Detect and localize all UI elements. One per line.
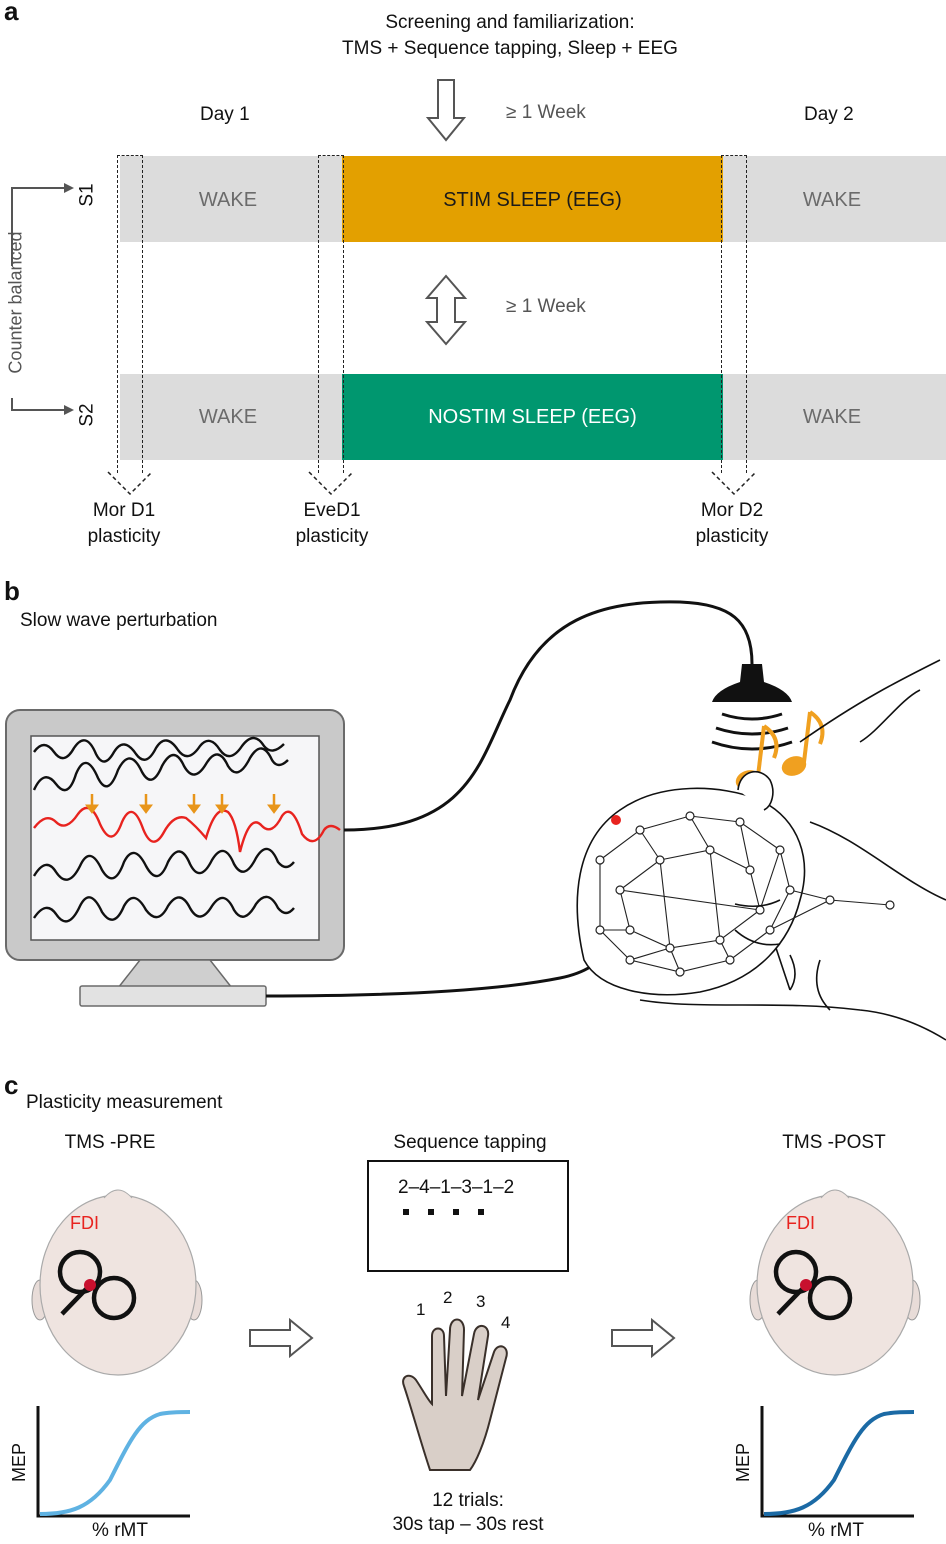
post-tms-coil-icon	[773, 1249, 853, 1321]
s1-stim-label: STIM SLEEP (EEG)	[443, 189, 622, 211]
panel-b-letter: b	[4, 576, 20, 606]
eeg-electrodes	[595, 811, 895, 977]
hand-illustration	[402, 1318, 508, 1471]
s2-nostim-label: NOSTIM SLEEP (EEG)	[428, 406, 637, 428]
pre-rmt-xlabel: % rMT	[92, 1520, 148, 1541]
post-fdi-spot	[800, 1279, 812, 1291]
s1-wake-label-day1: WAKE	[198, 189, 258, 211]
mor-d2-arrowhead	[711, 471, 757, 496]
stimulation-electrode	[611, 815, 621, 825]
post-mep-curve	[763, 1410, 915, 1516]
post-mep-axes	[760, 1406, 914, 1518]
speaker-icon	[712, 664, 792, 702]
sound-waves-icon	[711, 712, 793, 751]
sequence-display-box	[367, 1160, 569, 1272]
week-top-label: ≥ 1 Week	[506, 102, 586, 123]
tms-post-label: TMS -POST	[782, 1132, 886, 1153]
mor-d2-marker	[721, 155, 747, 473]
sequence-progress-dots	[403, 1209, 484, 1215]
s1-wake-band-day1	[120, 156, 342, 242]
counter-balanced-bracket-top	[11, 187, 64, 266]
mor-d1-label-line1: Mor D1	[92, 500, 156, 521]
screening-header-line2: TMS + Sequence tapping, Sleep + EEG	[342, 38, 678, 59]
s1-wake-band-day2	[723, 156, 946, 242]
eve-d1-label-line2: plasticity	[295, 526, 369, 547]
counter-balanced-bracket-bottom	[11, 398, 64, 411]
right-hollow-arrow-icon-2	[611, 1317, 676, 1359]
ear-outline	[737, 770, 774, 811]
pre-fdi-label: FDI	[70, 1213, 99, 1233]
s2-nostim-sleep-band	[342, 374, 723, 460]
bracket-arrow-top-icon	[64, 183, 74, 193]
post-fdi-label: FDI	[786, 1213, 815, 1233]
speaker-cable	[343, 600, 754, 832]
s1-stim-sleep-band	[342, 156, 723, 242]
s2-wake-band-day2	[723, 374, 946, 460]
face-outline	[734, 899, 796, 991]
sequence-text: 2–4–1–3–1–2	[398, 1177, 515, 1198]
right-hollow-arrow-icon-1	[249, 1317, 314, 1359]
day1-label: Day 1	[200, 104, 250, 125]
mor-d1-arrowhead	[107, 471, 153, 496]
panel-b-title: Slow wave perturbation	[20, 610, 218, 631]
mor-d2-label-line1: Mor D2	[700, 500, 764, 521]
s2-wake-band-day1	[120, 374, 342, 460]
down-hollow-arrow-icon	[425, 79, 467, 142]
stim-arrow-icons	[85, 794, 281, 814]
eeg-trace-4	[32, 847, 295, 881]
trials-label-line1: 12 trials:	[432, 1490, 504, 1511]
mor-d2-label-line2: plasticity	[695, 526, 769, 547]
eve-d1-marker	[318, 155, 344, 473]
mor-d1-label-line2: plasticity	[87, 526, 161, 547]
finger-label-1: 1	[416, 1300, 426, 1319]
tms-pre-label: TMS -PRE	[64, 1132, 156, 1153]
s1-wake-label-day2: WAKE	[802, 189, 862, 211]
pre-nose	[103, 1189, 133, 1199]
panel-c-title: Plasticity measurement	[26, 1092, 223, 1113]
head-outline	[576, 787, 806, 996]
double-hollow-arrow-icon	[424, 274, 468, 346]
panel-c-letter: c	[4, 1070, 19, 1100]
eeg-cap-net	[599, 815, 891, 973]
post-nose	[820, 1189, 850, 1199]
eve-d1-arrowhead	[308, 471, 354, 496]
screening-header-line1: Screening and familiarization:	[385, 12, 635, 33]
eeg-trace-5	[33, 895, 295, 923]
bracket-arrow-bottom-icon	[64, 405, 74, 415]
week-mid-label: ≥ 1 Week	[506, 296, 586, 317]
eeg-trace-2	[32, 747, 289, 792]
panel-a-letter: a	[4, 0, 19, 26]
pre-tms-coil-icon	[57, 1249, 137, 1321]
s2-wake-label-day1: WAKE	[198, 406, 258, 428]
finger-label-4: 4	[501, 1313, 511, 1332]
pre-fdi-spot	[84, 1279, 96, 1291]
mor-d1-marker	[117, 155, 143, 473]
sequence-tapping-label: Sequence tapping	[393, 1132, 547, 1153]
trials-label-line2: 30s tap – 30s rest	[392, 1514, 544, 1535]
pre-mep-ylabel: MEP	[9, 1442, 30, 1483]
s2-wake-label-day2: WAKE	[802, 406, 862, 428]
eeg-trace-1	[33, 736, 285, 763]
finger-label-3: 3	[476, 1292, 486, 1311]
eve-d1-label-line1: EveD1	[303, 500, 361, 521]
pre-mep-axes	[36, 1406, 190, 1518]
day2-label: Day 2	[804, 104, 854, 125]
post-rmt-xlabel: % rMT	[808, 1520, 864, 1541]
post-mep-ylabel: MEP	[733, 1442, 754, 1483]
finger-label-2: 2	[443, 1288, 453, 1307]
pre-mep-curve	[39, 1410, 191, 1516]
